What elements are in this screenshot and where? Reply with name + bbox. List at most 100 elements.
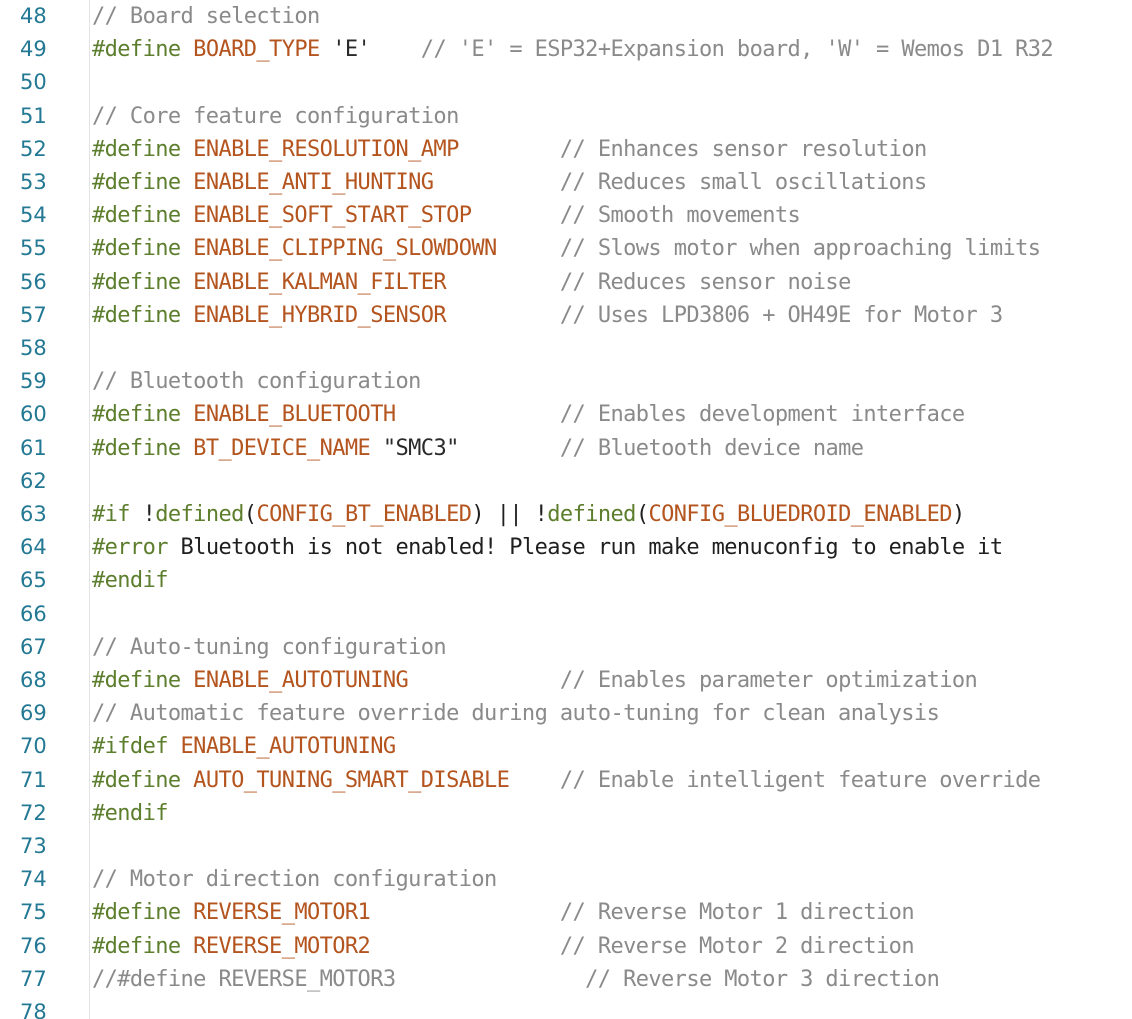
- line-code: #define ENABLE_RESOLUTION_AMP // Enhance…: [92, 133, 927, 166]
- line-code: // Board selection: [92, 0, 320, 33]
- line-code: #ifdef ENABLE_AUTOTUNING: [92, 730, 396, 763]
- indent-guide: [89, 0, 90, 1019]
- code-line[interactable]: 71#define AUTO_TUNING_SMART_DISABLE // E…: [0, 764, 1132, 797]
- code-token-cm: // Bluetooth device name: [458, 435, 864, 461]
- code-line[interactable]: 63#if !defined(CONFIG_BT_ENABLED) || !de…: [0, 498, 1132, 531]
- code-token-pp: #endif: [92, 800, 168, 826]
- code-token-pp: #define: [92, 900, 194, 926]
- line-number: 58: [20, 336, 47, 360]
- code-token-cm: // Motor direction configuration: [92, 867, 497, 893]
- line-number: 59: [20, 369, 47, 394]
- code-token-mac: BOARD_TYPE: [193, 37, 320, 63]
- code-line[interactable]: 69 // Automatic feature override during a…: [0, 697, 1132, 730]
- code-line[interactable]: 60#define ENABLE_BLUETOOTH // Enables de…: [0, 398, 1132, 431]
- code-line[interactable]: 64#error Bluetooth is not enabled! Pleas…: [0, 531, 1132, 564]
- code-token-txt: Bluetooth is not enabled! Please run mak…: [180, 535, 1004, 561]
- line-number: 50: [20, 70, 47, 95]
- code-token-cm: // 'E' = ESP32+Expansion board, 'W' = We…: [370, 37, 1054, 63]
- code-token-mac: ENABLE_AUTOTUNING: [180, 734, 397, 760]
- code-token-txt: (: [635, 502, 649, 527]
- code-line[interactable]: 55#define ENABLE_CLIPPING_SLOWDOWN // Sl…: [0, 232, 1132, 265]
- line-number: 69: [20, 701, 47, 726]
- code-token-mac: ENABLE_SOFT_START_STOP: [193, 203, 472, 229]
- code-line[interactable]: 59 // Bluetooth configuration: [0, 365, 1132, 398]
- code-token-mac: ENABLE_BLUETOOTH: [193, 402, 396, 428]
- code-token-cm: //#define REVERSE_MOTOR3 // Reverse Moto…: [92, 966, 940, 992]
- code-line[interactable]: 78: [0, 996, 1132, 1019]
- code-token-txt: (: [243, 502, 257, 527]
- code-line[interactable]: 51// Core feature configuration: [0, 100, 1132, 133]
- code-token-mac: ENABLE_ANTI_HUNTING: [193, 170, 434, 195]
- code-line[interactable]: 74// Motor direction configuration: [0, 863, 1132, 896]
- code-token-cm: // Reverse Motor 1 direction: [370, 900, 915, 926]
- code-line[interactable]: 73: [0, 830, 1132, 863]
- code-line[interactable]: 58: [0, 332, 1132, 365]
- code-line[interactable]: 49 #define BOARD_TYPE 'E' // 'E' = ESP32+…: [0, 33, 1132, 66]
- line-code: #define BOARD_TYPE 'E' // 'E' = ESP32+Ex…: [92, 33, 1054, 66]
- code-token-pp: #ifdef: [92, 734, 181, 760]
- line-number: 49: [20, 37, 47, 62]
- line-number: 63: [20, 502, 47, 526]
- code-token-cm: // Automatic feature override during aut…: [92, 701, 940, 727]
- code-line[interactable]: 62: [0, 465, 1132, 498]
- line-number: 62: [20, 468, 47, 493]
- code-line[interactable]: 66: [0, 598, 1132, 631]
- code-line[interactable]: 52#define ENABLE_RESOLUTION_AMP // Enhan…: [0, 133, 1132, 166]
- line-code: #error Bluetooth is not enabled! Please …: [92, 531, 1004, 564]
- line-number: 65: [20, 568, 47, 593]
- code-token-pp: #define: [92, 203, 194, 229]
- code-line[interactable]: 76#define REVERSE_MOTOR2 // Reverse Moto…: [0, 930, 1132, 963]
- line-code: #define BT_DEVICE_NAME "SMC3" // Bluetoo…: [92, 432, 864, 465]
- code-line[interactable]: 48 // Board selection: [0, 0, 1132, 33]
- line-code: #define ENABLE_CLIPPING_SLOWDOWN // Slow…: [92, 232, 1041, 265]
- line-code: //#define REVERSE_MOTOR3 // Reverse Moto…: [92, 963, 940, 996]
- line-number: 72: [20, 800, 47, 825]
- code-line[interactable]: 50: [0, 66, 1132, 99]
- code-token-pp: #if: [92, 502, 143, 527]
- code-line[interactable]: 72 #endif: [0, 797, 1132, 830]
- code-token-mac: REVERSE_MOTOR1: [193, 900, 371, 926]
- line-code: #define ENABLE_AUTOTUNING // Enables par…: [92, 664, 978, 697]
- line-number: 67: [20, 634, 47, 659]
- line-number: 48: [20, 4, 47, 28]
- line-code: // Automatic feature override during aut…: [92, 697, 940, 730]
- code-token-txt: ) || !: [471, 502, 548, 527]
- line-code: // Core feature configuration: [92, 100, 459, 133]
- line-code: #define ENABLE_BLUETOOTH // Enables deve…: [92, 398, 965, 431]
- line-code: #define REVERSE_MOTOR1 // Reverse Motor …: [92, 896, 915, 929]
- line-number: 73: [20, 834, 47, 858]
- line-code: // Auto-tuning configuration: [92, 631, 447, 664]
- line-code: #endif: [92, 564, 168, 597]
- line-number: 61: [20, 435, 47, 460]
- line-number: 53: [20, 170, 47, 194]
- code-token-cm: // Bluetooth configuration: [92, 369, 421, 395]
- code-token-pp: #define: [92, 269, 194, 295]
- code-line[interactable]: 68#define ENABLE_AUTOTUNING // Enables p…: [0, 664, 1132, 697]
- line-code: #define REVERSE_MOTOR2 // Reverse Motor …: [92, 930, 915, 963]
- code-line[interactable]: 75#define REVERSE_MOTOR1 // Reverse Moto…: [0, 896, 1132, 929]
- code-line[interactable]: 56#define ENABLE_KALMAN_FILTER // Reduce…: [0, 266, 1132, 299]
- code-token-pp: #define: [92, 37, 194, 63]
- line-number: 56: [20, 269, 47, 294]
- code-token-pp: #define: [92, 302, 194, 328]
- line-number: 57: [20, 302, 47, 327]
- code-line[interactable]: 54#define ENABLE_SOFT_START_STOP // Smoo…: [0, 199, 1132, 232]
- code-line[interactable]: 57 #define ENABLE_HYBRID_SENSOR // Uses L…: [0, 299, 1132, 332]
- code-line[interactable]: 65 #endif: [0, 564, 1132, 597]
- code-token-cm: // Board selection: [92, 4, 320, 29]
- code-line[interactable]: 70#ifdef ENABLE_AUTOTUNING: [0, 730, 1132, 763]
- code-token-pp: #define: [92, 402, 194, 428]
- code-token-mac: BT_DEVICE_NAME: [193, 435, 371, 461]
- line-code: #endif: [92, 797, 168, 830]
- code-line[interactable]: 61 #define BT_DEVICE_NAME "SMC3" // Bluet…: [0, 432, 1132, 465]
- code-token-pp: #endif: [92, 568, 168, 594]
- line-code: // Motor direction configuration: [92, 863, 497, 896]
- line-code: #define ENABLE_HYBRID_SENSOR // Uses LPD…: [92, 299, 1003, 332]
- code-token-cm: // Core feature configuration: [92, 103, 459, 129]
- code-line[interactable]: 53#define ENABLE_ANTI_HUNTING // Reduces…: [0, 166, 1132, 199]
- code-token-mac: ENABLE_KALMAN_FILTER: [193, 269, 447, 295]
- code-line[interactable]: 77//#define REVERSE_MOTOR3 // Reverse Mo…: [0, 963, 1132, 996]
- code-line[interactable]: 67 // Auto-tuning configuration: [0, 631, 1132, 664]
- code-token-txt: !: [142, 502, 156, 527]
